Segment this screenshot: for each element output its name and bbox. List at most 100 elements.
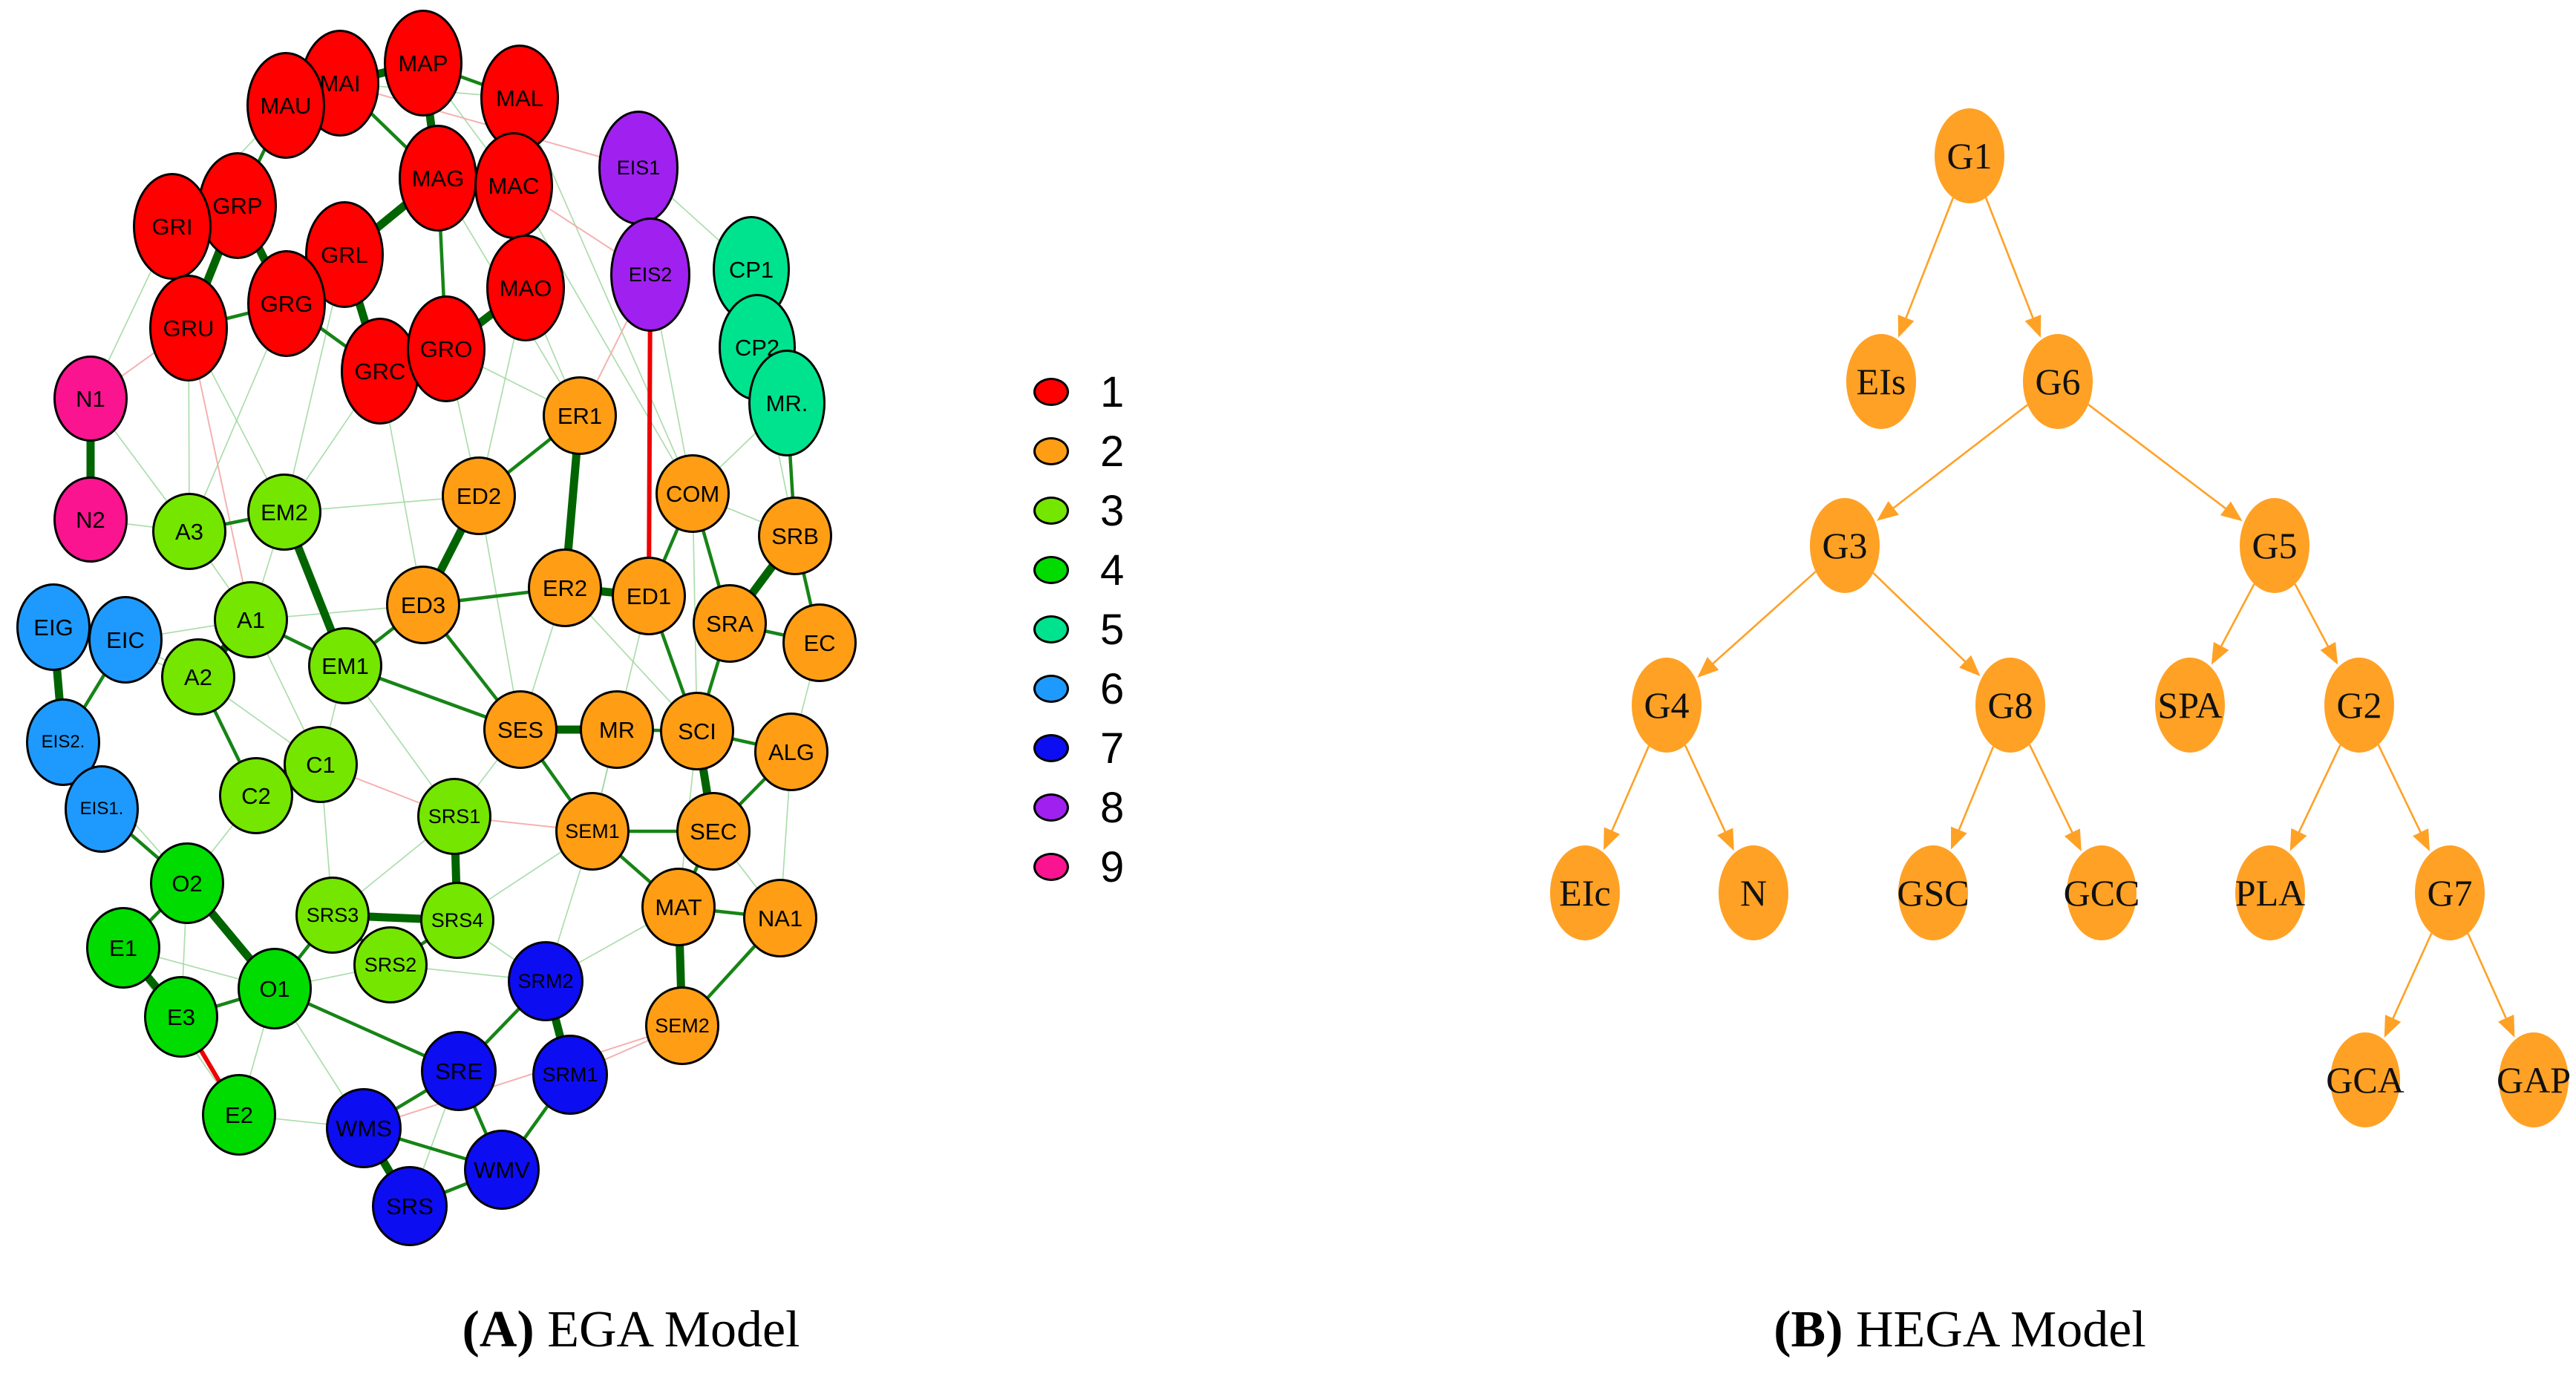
tree-edge-G6-G3 xyxy=(1877,404,2028,521)
network-node-ED3: ED3 xyxy=(386,566,460,644)
caption-panel-a: (A) EGA Model xyxy=(327,1300,935,1360)
legend-dot-icon xyxy=(1033,556,1069,584)
network-node-label: MAU xyxy=(260,92,312,119)
legend-item-9: 9 xyxy=(1033,837,1124,897)
legend-dot-icon xyxy=(1033,675,1069,703)
network-node-label: MAI xyxy=(319,70,361,96)
network-node-label: E3 xyxy=(167,1003,195,1030)
network-node-label: O2 xyxy=(171,870,203,897)
network-node-ALG: ALG xyxy=(754,713,828,791)
network-node-NA1: NA1 xyxy=(743,879,817,957)
network-node-COM: COM xyxy=(656,454,730,533)
network-node-SRS4: SRS4 xyxy=(420,882,494,959)
network-node-label: GRI xyxy=(151,213,193,240)
legend-label: 6 xyxy=(1100,664,1125,713)
network-node-MAP: MAP xyxy=(384,10,462,117)
network-node-EM1: EM1 xyxy=(308,627,382,704)
tree-node-label: EIc xyxy=(1559,872,1611,914)
network-node-label: O1 xyxy=(259,975,290,1002)
network-node-label: EIG xyxy=(33,614,73,641)
legend-label: 2 xyxy=(1100,427,1125,476)
tree-node-label: G2 xyxy=(2336,684,2382,726)
legend-label: 7 xyxy=(1100,724,1125,773)
network-node-SEM1: SEM1 xyxy=(555,792,630,871)
network-node-A3: A3 xyxy=(152,493,226,570)
network-node-C1: C1 xyxy=(284,726,358,803)
network-node-label: MAP xyxy=(398,50,448,76)
legend-label: 8 xyxy=(1100,783,1125,832)
network-node-A1: A1 xyxy=(214,581,288,658)
network-node-ED2: ED2 xyxy=(442,456,516,535)
network-node-label: SRM2 xyxy=(517,969,574,992)
tree-node-label: PLA xyxy=(2235,872,2306,914)
tree-edge-G2-PLA xyxy=(2289,744,2341,851)
tree-node-GAP: GAP xyxy=(2497,1032,2571,1127)
network-node-label: N2 xyxy=(76,506,105,533)
network-node-EIS2: EIS2 xyxy=(610,217,690,332)
tree-node-label: GCA xyxy=(2326,1059,2405,1101)
network-node-label: GRO xyxy=(419,335,473,362)
network-node-label: SRS2 xyxy=(364,953,417,976)
network-node-EIS2.: EIS2. xyxy=(26,698,100,786)
tree-node-label: G5 xyxy=(2252,525,2298,566)
legend-label: 1 xyxy=(1100,367,1125,416)
network-node-label: EIC xyxy=(106,626,145,653)
tree-node-G8: G8 xyxy=(1975,658,2045,753)
network-node-label: SEC xyxy=(690,818,737,845)
tree-node-PLA: PLA xyxy=(2235,845,2305,940)
network-node-GRI: GRI xyxy=(133,173,212,280)
network-node-label: MAG xyxy=(411,165,465,191)
network-node-MAI: MAI xyxy=(301,30,379,137)
caption-panel-b: (B) HEGA Model xyxy=(1655,1300,2264,1360)
network-node-EM2: EM2 xyxy=(247,474,321,551)
network-node-GRP: GRP xyxy=(198,152,277,259)
network-node-SES: SES xyxy=(483,690,558,769)
network-node-label: A1 xyxy=(237,606,265,633)
network-node-label: ER2 xyxy=(542,574,588,601)
network-node-GRU: GRU xyxy=(149,275,228,381)
legend-dot-icon xyxy=(1033,734,1069,762)
network-node-label: GRU xyxy=(163,315,215,341)
network-node-WMV: WMV xyxy=(464,1130,540,1210)
tree-node-label: G4 xyxy=(1644,684,1690,726)
network-node-label: WMS xyxy=(336,1115,392,1142)
network-node-label: ER1 xyxy=(557,402,603,429)
tree-edge-G4-EIc xyxy=(1604,745,1650,851)
network-node-label: ALG xyxy=(768,739,815,765)
network-node-SEC: SEC xyxy=(676,792,751,871)
tree-node-label: SPA xyxy=(2157,684,2223,726)
network-node-label: SRA xyxy=(706,610,753,637)
tree-edge-G2-G7 xyxy=(2377,744,2430,851)
legend-dot-icon xyxy=(1033,793,1069,822)
caption-b-label: (B) xyxy=(1774,1301,1843,1358)
network-node-MR.: MR. xyxy=(748,350,826,456)
network-node-label: A2 xyxy=(184,664,212,690)
network-node-C2: C2 xyxy=(219,757,293,834)
network-node-EC: EC xyxy=(782,603,857,682)
tree-node-label: G1 xyxy=(1946,135,1993,177)
network-node-label: ED1 xyxy=(626,583,672,609)
tree-node-EIc: EIc xyxy=(1550,845,1620,940)
network-node-label: N1 xyxy=(76,385,105,412)
legend-dot-icon xyxy=(1033,437,1069,465)
legend-item-6: 6 xyxy=(1033,659,1124,718)
network-node-SRS1: SRS1 xyxy=(417,778,491,855)
network-edge-MAC-COM xyxy=(513,185,693,494)
network-node-label: GRG xyxy=(260,290,313,317)
tree-edge-G1-EIs xyxy=(1897,197,1955,338)
tree-node-SPA: SPA xyxy=(2155,658,2225,753)
network-node-label: EIS2 xyxy=(628,263,673,286)
tree-edge-G3-G8 xyxy=(1872,572,1981,677)
network-node-label: A3 xyxy=(175,518,203,545)
network-node-label: SRB xyxy=(771,523,819,549)
tree-node-N: N xyxy=(1719,845,1788,940)
network-node-label: E2 xyxy=(225,1101,253,1128)
network-node-label: EIS2. xyxy=(41,732,85,752)
network-node-label: EIS1 xyxy=(616,156,661,179)
network-node-SRM1: SRM1 xyxy=(532,1035,608,1115)
tree-node-G7: G7 xyxy=(2415,845,2485,940)
network-node-O1: O1 xyxy=(238,948,312,1029)
network-node-label: MAO xyxy=(499,275,552,301)
network-node-label: SRE xyxy=(435,1058,483,1084)
